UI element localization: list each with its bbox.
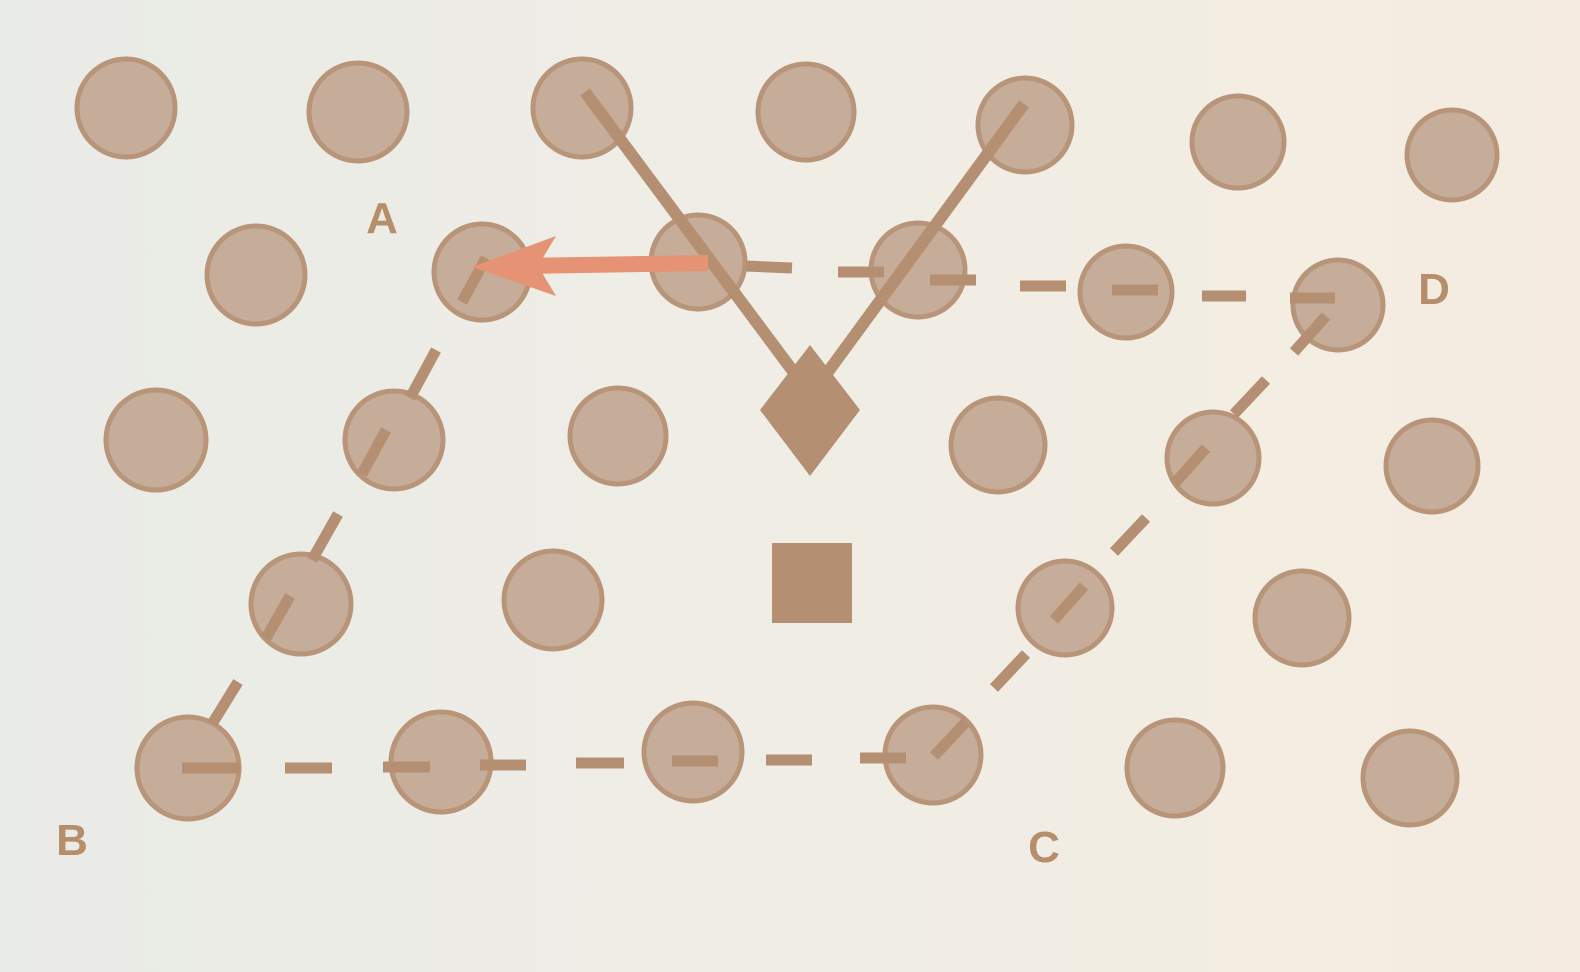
lattice-circle [103,387,209,493]
lattice-circle [1383,417,1481,515]
arrow-head [472,236,556,296]
lattice-circle [1252,568,1352,668]
arrow-shaft [519,255,709,274]
dash-segment [405,347,441,401]
dash-segment [207,679,243,727]
label-b: B [56,816,88,865]
dash-segment [929,718,971,760]
lattice-circle [948,395,1048,495]
lattice-circle [975,75,1075,175]
label-d: D [1418,265,1450,314]
dash-segment [989,650,1031,692]
dash-segment [307,511,343,563]
lattice-circle [342,388,446,492]
lattice-circle [306,60,410,164]
label-a: A [366,194,398,243]
dash-segment [745,260,793,274]
dash-segment [1289,312,1331,356]
lattice-circle [1404,107,1500,203]
lattice-circle [501,548,605,652]
dashed-parallelogram [182,255,1335,774]
lattice-circle [567,385,669,487]
lattice-circle [1360,728,1460,828]
v-line-right [817,100,1029,384]
lattice-circle [1124,717,1226,819]
orange-arrow [472,236,709,296]
lattice-circles [74,56,1500,828]
v-lines [580,88,1029,384]
square-shape [772,543,852,623]
dash-segment [1109,514,1151,556]
dash-segment [261,593,295,641]
lattice-circle [641,700,745,804]
label-c: C [1028,823,1060,872]
lattice-circle [1164,409,1262,507]
dash-segment [1229,376,1271,418]
v-line-left [580,88,803,382]
lattice-circle [248,551,354,657]
lattice-circle [204,223,308,327]
lattice-circle [530,56,634,160]
lattice-circle [755,61,857,163]
dash-segment [1049,582,1089,624]
lattice-circle [1189,93,1287,191]
dash-segment [1169,444,1211,488]
dash-segment [357,427,391,477]
diamond-shape [760,345,860,476]
lattice-circle [74,56,178,160]
